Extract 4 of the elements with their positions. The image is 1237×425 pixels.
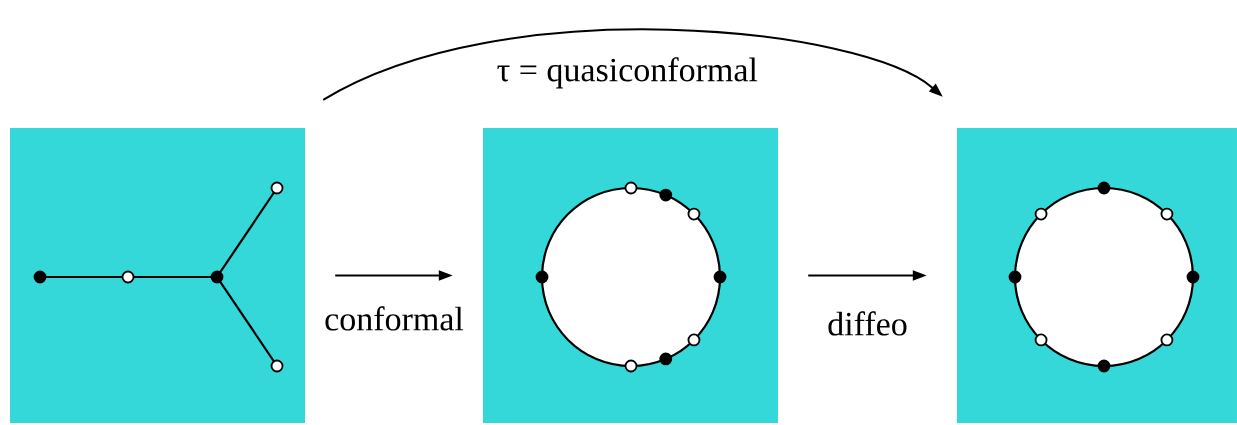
edge-label: diffeo xyxy=(828,311,907,336)
edge-label: τ = quasiconformal xyxy=(497,57,758,89)
square-panel xyxy=(10,128,305,423)
edge-label: conformal xyxy=(325,306,464,331)
